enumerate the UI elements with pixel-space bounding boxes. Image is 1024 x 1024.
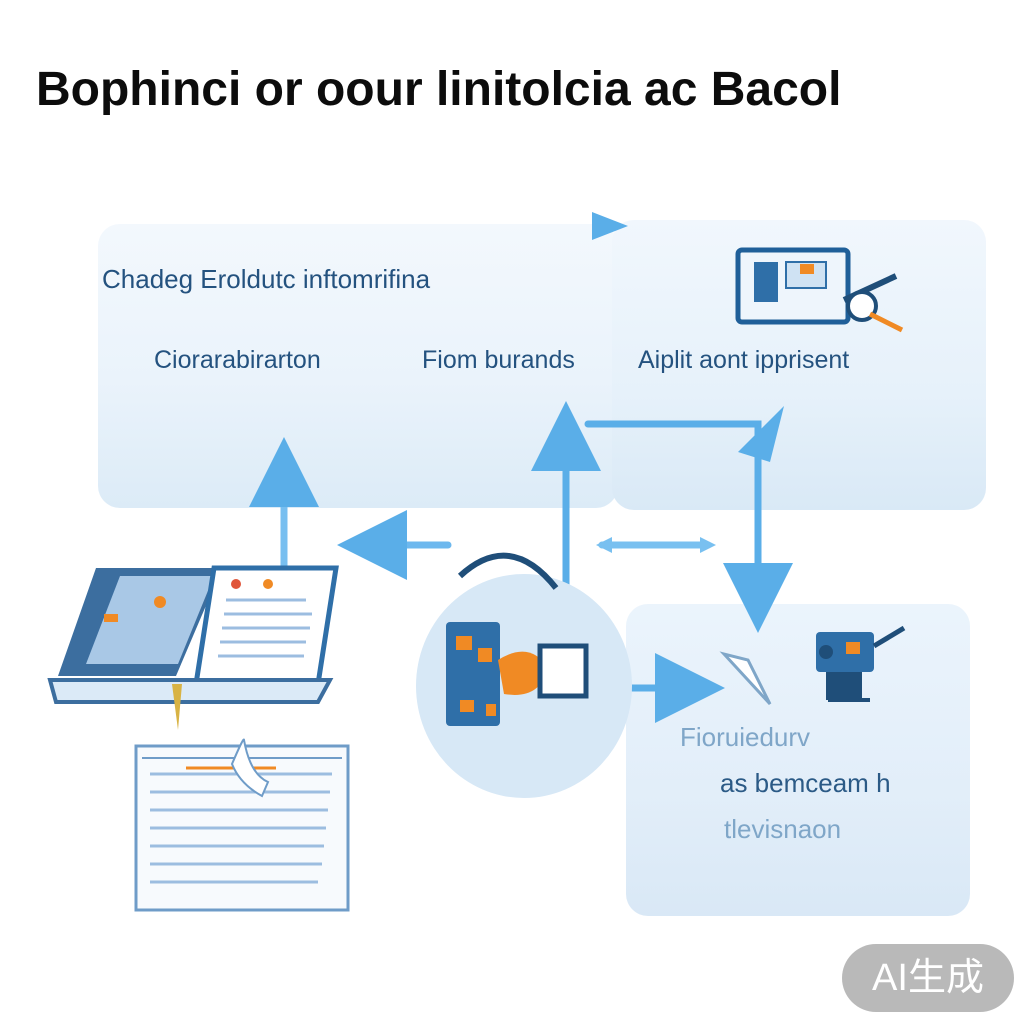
node-label-main: Chadeg Eroldutc inftomrifina	[102, 264, 431, 294]
machinery-icon	[735, 247, 904, 333]
node-label-bottom-1: Fioruiedurv	[680, 722, 811, 752]
diagram-title: Bophinci or oour linitolcia ac Bacol	[36, 63, 842, 116]
paper-sheet-icon	[134, 738, 350, 912]
node-label-c: Aiplit aont ipprisent	[638, 346, 850, 374]
arrow-top-connector	[584, 420, 793, 633]
node-label-bottom-3: tlevisnaon	[724, 814, 842, 844]
node-label-a: Ciorarabirarton	[154, 346, 321, 374]
arrowhead-bidir-left	[596, 537, 612, 553]
arrowhead-diagonal	[738, 406, 784, 462]
document-laptop-icon	[47, 565, 339, 730]
drone-icon	[719, 625, 906, 706]
node-label-b: Fiom burands	[422, 346, 575, 374]
arrowhead-top-right	[592, 212, 628, 240]
ai-generated-badge: AI生成	[842, 944, 1014, 1012]
arrowhead-bidir-right	[700, 537, 716, 553]
node-label-bottom-2: as bemceam h	[720, 768, 891, 798]
connector-arrows	[249, 401, 793, 723]
device-globe-icon	[416, 552, 632, 798]
